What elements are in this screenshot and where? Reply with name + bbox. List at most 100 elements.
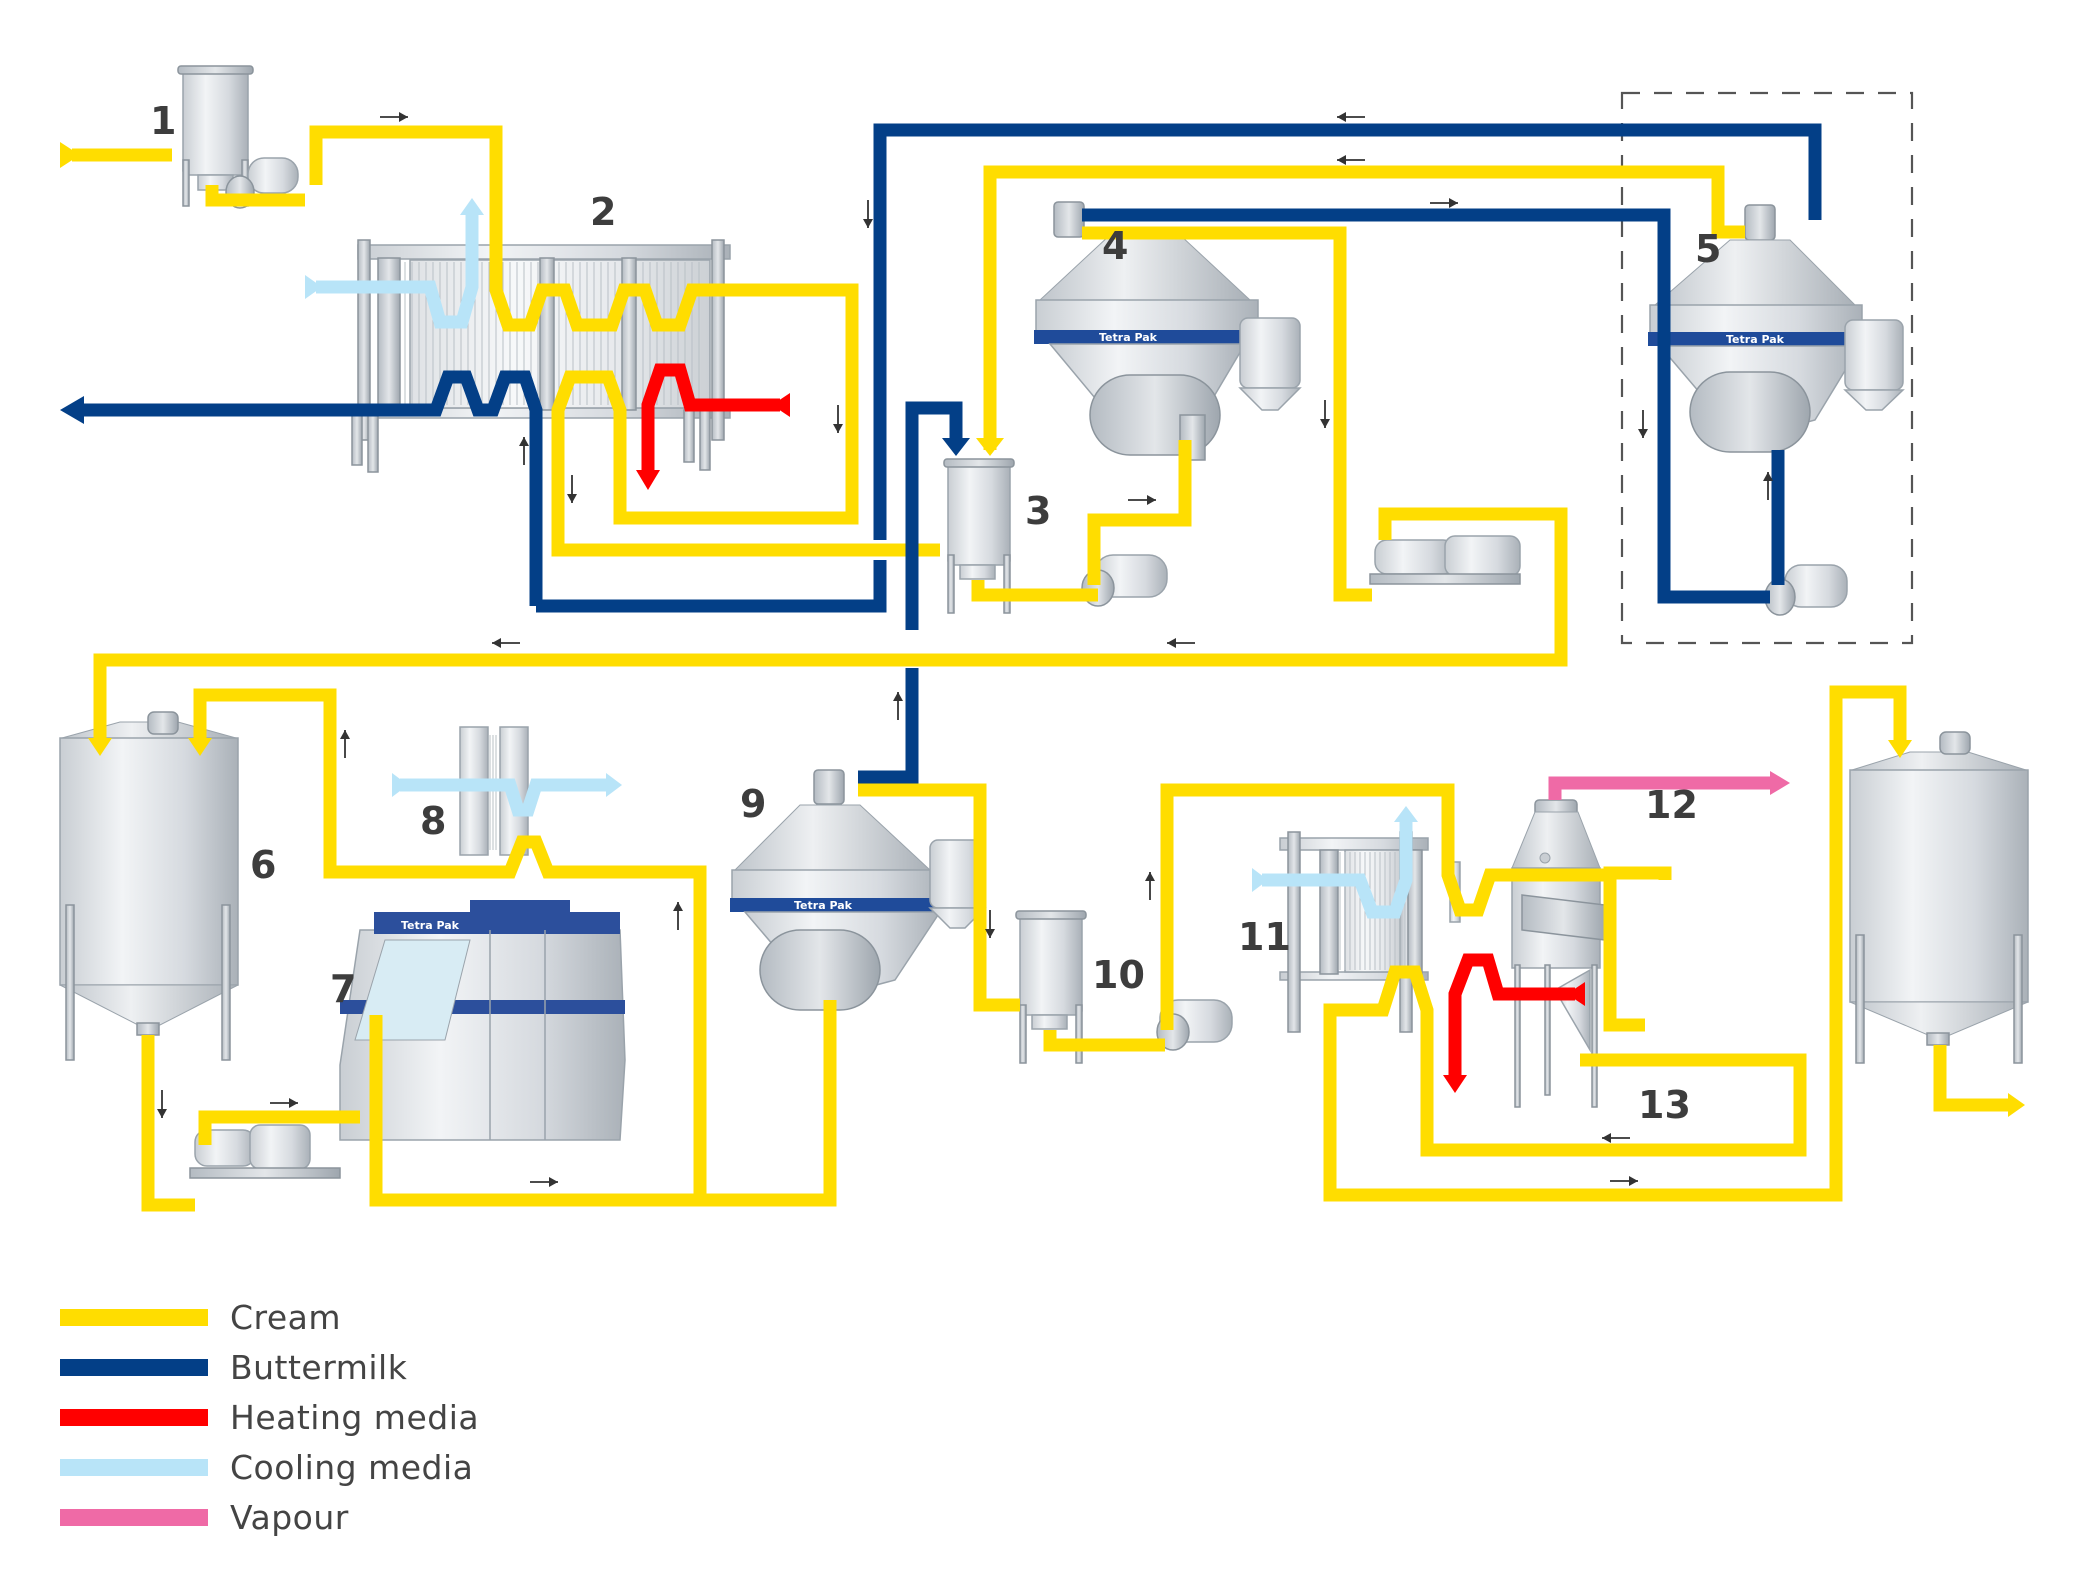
pipe-sep-9-buttermilk-out [858, 668, 919, 784]
legend-swatch-cream [60, 1308, 208, 1326]
equipment-label-1: 1 [150, 99, 176, 143]
equipment-label-5: 5 [1695, 227, 1721, 271]
inlet-arrow-cooling-11 [1252, 868, 1268, 892]
flow-arrow-icon [893, 692, 903, 720]
legend-item-cooling-media: Cooling media [60, 1442, 479, 1492]
pipe-sep-4-cream-to-pump [1082, 226, 1372, 602]
brand-label-4: Tetra Pak [1099, 331, 1158, 344]
pipe-buttermilk-from-sep-5-to-phe-2 [873, 123, 1822, 540]
legend: Cream Buttermilk Heating media Cooling m… [60, 1292, 479, 1542]
flow-arrow-icon [1337, 112, 1365, 122]
flow-arrow-icon [270, 1098, 298, 1108]
inlet-arrow-buttermilk-3 [942, 438, 970, 456]
equipment-label-4: 4 [1102, 224, 1128, 268]
pipe-terminals [60, 142, 2025, 1117]
equipment-7-machine: Tetra Pak [339, 900, 626, 1141]
equipment-label-6: 6 [250, 843, 276, 887]
equipment-13-tank [1849, 731, 2029, 1064]
legend-label-buttermilk: Buttermilk [230, 1347, 408, 1387]
inlet-arrow-cooling-8 [392, 773, 408, 797]
pipe-sep-9-cream-to-tank-10 [858, 783, 1020, 1012]
flow-arrow-icon [157, 1090, 167, 1118]
pipe-tank-10-to-pump [1043, 1030, 1165, 1052]
flow-arrow-icon [1602, 1133, 1630, 1143]
inlet-arrow-tank-6-b [188, 738, 212, 756]
legend-label-cream: Cream [230, 1297, 342, 1337]
flow-arrow-icon [1638, 410, 1648, 438]
equipment-label-10: 10 [1092, 953, 1145, 997]
pipe-phe-11-to-vacuum-12 [1603, 866, 1672, 880]
pipe-pump-10-to-phe-11 [1160, 783, 1645, 1032]
equipment-label-2: 2 [590, 190, 616, 234]
outlet-arrow-cooling-11 [1394, 806, 1418, 822]
pipe-heating-phe-11 [1448, 953, 1575, 1075]
inlet-arrow-cream-3 [976, 438, 1004, 456]
pipe-vacuum-12-out-loop [1323, 685, 1907, 1202]
outlet-arrow-buttermilk [60, 396, 84, 424]
flow-arrow-icon [567, 475, 577, 503]
inlet-arrow-heating-11 [1567, 982, 1585, 1006]
pipe-vapour-out [1548, 776, 1772, 800]
flow-arrow-icon [985, 910, 995, 938]
brand-label-9: Tetra Pak [794, 899, 853, 912]
equipment-5-separator: Tetra Pak [1648, 204, 1905, 453]
pipe-phe-8-loop-to-tank-6 [193, 688, 707, 1200]
equipment-label-9: 9 [740, 782, 766, 826]
pipe-network [72, 123, 2010, 1212]
legend-item-heating-media: Heating media [60, 1392, 479, 1442]
equipment-label-13: 13 [1638, 1083, 1691, 1127]
legend-label-cooling-media: Cooling media [230, 1447, 474, 1487]
pipe-cooling-phe-8 [400, 778, 612, 817]
equipment-6-tank [59, 711, 239, 1061]
pipe-cooling-phe-2 [316, 215, 479, 329]
inlet-arrow-tank-13 [1888, 740, 1912, 758]
equipment-label-7: 7 [330, 967, 356, 1011]
outlet-arrow-heating-11 [1443, 1075, 1467, 1093]
flow-arrow-icon [492, 638, 520, 648]
pipe-machine-7-to-sep-9 [369, 1000, 837, 1207]
outlet-arrow-vapour [1770, 771, 1790, 795]
pipe-pump-to-tank-6 [93, 507, 1568, 740]
legend-swatch-heating-media [60, 1408, 208, 1426]
flow-arrow-icon [380, 112, 408, 122]
outlet-arrow-heating-2 [636, 470, 660, 490]
pipe-buttermilk-phe-2-outlet [72, 370, 543, 606]
flow-direction-arrows [157, 112, 1773, 1187]
flow-arrow-icon [530, 1177, 558, 1187]
equipment-6-pump [189, 1124, 341, 1179]
equipment-9-separator: Tetra Pak [730, 769, 987, 1011]
pipe-pump-3-to-sep-4 [1087, 440, 1192, 585]
pipe-pump-1-to-phe-2 [309, 125, 940, 557]
equipment-5-dashed-boundary [1620, 91, 1914, 645]
legend-item-buttermilk: Buttermilk [60, 1342, 479, 1392]
flow-arrow-icon [1337, 155, 1365, 165]
pipe-tank-3-to-pump [971, 580, 1098, 602]
legend-swatch-vapour [60, 1508, 208, 1526]
flow-arrow-icon [1167, 638, 1195, 648]
pipe-tank-6-to-pump [141, 1035, 195, 1212]
legend-label-heating-media: Heating media [230, 1397, 480, 1437]
equipment-3-tank [943, 458, 1015, 614]
flow-arrow-icon [519, 437, 529, 465]
legend-label-vapour: Vapour [230, 1497, 349, 1537]
equipment-label-11: 11 [1238, 915, 1291, 959]
inlet-arrow-cream [60, 142, 80, 168]
outlet-arrow-cooling-2 [460, 198, 484, 215]
pipe-tank-13-outlet [1933, 1045, 2010, 1112]
equipment-4-pump [1369, 535, 1521, 585]
legend-item-vapour: Vapour [60, 1492, 479, 1542]
flow-arrow-icon [340, 730, 350, 758]
flow-arrow-icon [1145, 872, 1155, 900]
flow-arrow-icon [1320, 400, 1330, 428]
brand-label-7: Tetra Pak [401, 919, 460, 932]
flow-arrow-icon [1128, 495, 1156, 505]
legend-item-cream: Cream [60, 1292, 479, 1342]
outlet-arrow-tank-13 [2008, 1093, 2025, 1117]
equipment-4-separator: Tetra Pak [1034, 201, 1302, 461]
flow-arrow-icon [1610, 1176, 1638, 1186]
legend-swatch-buttermilk [60, 1358, 208, 1376]
flow-arrow-icon [833, 405, 843, 433]
inlet-arrow-tank-6-a [88, 738, 112, 756]
flow-arrow-icon [863, 200, 873, 228]
